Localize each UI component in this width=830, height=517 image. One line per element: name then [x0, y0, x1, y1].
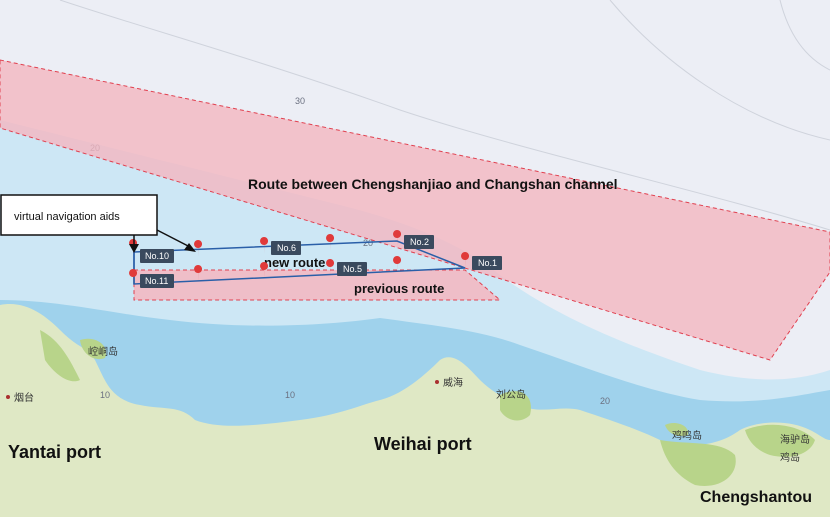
chart-line — [609, 0, 830, 141]
svg-text:No.11: No.11 — [145, 276, 168, 286]
marker-pin[interactable] — [194, 240, 203, 257]
chart-line — [59, 0, 830, 231]
depth-contour-label: 10 — [100, 390, 110, 400]
marker-pin[interactable] — [393, 230, 402, 247]
place-kongtong: 崆峒岛 — [88, 345, 118, 358]
callout-arrow — [156, 229, 193, 249]
marker-pin[interactable] — [194, 265, 203, 282]
marker-pin[interactable] — [260, 262, 269, 279]
place-ji: 鸡岛 — [780, 451, 800, 464]
port-label-weihai: Weihai port — [374, 434, 472, 454]
place-hailv: 海驴岛 — [780, 433, 810, 446]
marker-label-no1[interactable]: No.1 — [472, 256, 502, 270]
depth-contour-label: 20 — [600, 396, 610, 406]
arrowhead — [184, 243, 196, 252]
island-jiming — [665, 423, 689, 436]
svg-text:No.2: No.2 — [410, 237, 429, 247]
marker-label-no10[interactable]: No.10 — [140, 249, 174, 263]
svg-text:No.10: No.10 — [145, 251, 169, 261]
port-label-chengshantou: Chengshantou — [700, 489, 812, 506]
chart-line — [779, 0, 830, 71]
land-patch — [660, 440, 736, 486]
port-label-yantai: Yantai port — [8, 442, 101, 462]
svg-text:No.6: No.6 — [277, 243, 296, 253]
depth-contour-label: 30 — [295, 96, 305, 106]
island-kongtong — [80, 338, 106, 360]
marker-label-no6[interactable]: No.6 — [271, 241, 301, 255]
marker-pin[interactable] — [461, 252, 470, 269]
callout-label: virtual navigation aids — [14, 211, 120, 223]
svg-text:No.5: No.5 — [343, 264, 362, 274]
callout-box — [0, 194, 158, 236]
marker-pin[interactable] — [129, 269, 138, 286]
city-dot — [435, 380, 439, 384]
place-jiming: 鸡鸣岛 — [672, 429, 702, 442]
city-dot — [6, 395, 10, 399]
marker-label-no5[interactable]: No.5 — [337, 262, 367, 276]
mainland — [0, 304, 830, 517]
marker-pin[interactable] — [326, 259, 335, 276]
land-patch — [40, 330, 80, 382]
marker-label-no11[interactable]: No.11 — [140, 274, 174, 288]
place-yantai: 烟台 — [14, 391, 34, 404]
depth-contour-label: 10 — [285, 390, 295, 400]
depth-contour-label: 20 — [363, 238, 373, 248]
marker-label-no2[interactable]: No.2 — [404, 235, 434, 249]
place-weihai: 威海 — [443, 376, 463, 389]
svg-text:No.1: No.1 — [478, 258, 497, 268]
arrowhead — [129, 244, 139, 253]
island-liugong — [500, 391, 531, 421]
marker-pin[interactable] — [326, 234, 335, 251]
place-liugong: 刘公岛 — [496, 388, 526, 401]
island-hailv — [770, 435, 799, 450]
channel-route-zone[interactable] — [0, 59, 830, 361]
marker-pin[interactable] — [393, 256, 402, 273]
new-route-label: new route — [264, 255, 325, 270]
channel-route-label: Route between Chengshanjiao and Changsha… — [248, 176, 618, 192]
previous-route-label: previous route — [354, 281, 444, 296]
marker-pin[interactable] — [260, 237, 269, 254]
